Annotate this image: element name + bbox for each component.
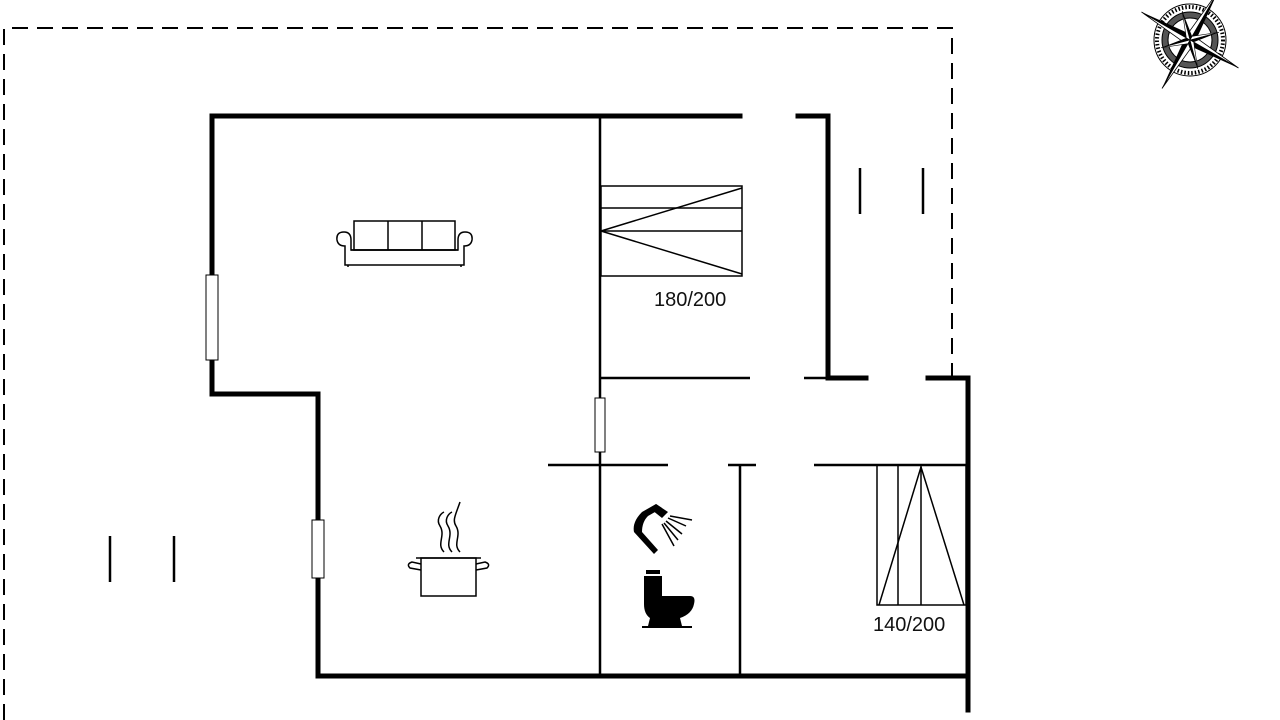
sofa-icon xyxy=(336,220,473,267)
bed-small xyxy=(876,464,967,606)
shower-icon xyxy=(633,504,693,554)
window-kitchen xyxy=(311,519,325,579)
interior-walls xyxy=(548,116,968,676)
cooking-pot-icon xyxy=(407,501,490,597)
windows xyxy=(205,274,325,579)
compass-rose-icon xyxy=(1141,0,1239,89)
terrace-boundary xyxy=(3,27,953,720)
terrace-posts xyxy=(108,168,925,582)
door-gap-hall xyxy=(594,397,606,453)
toilet-icon xyxy=(642,570,695,628)
bed-small-size-label: 140/200 xyxy=(873,614,945,636)
exterior-walls xyxy=(209,113,971,713)
bed-main xyxy=(600,185,743,277)
window-living xyxy=(205,274,219,361)
bed-main-size-label: 180/200 xyxy=(654,289,726,311)
